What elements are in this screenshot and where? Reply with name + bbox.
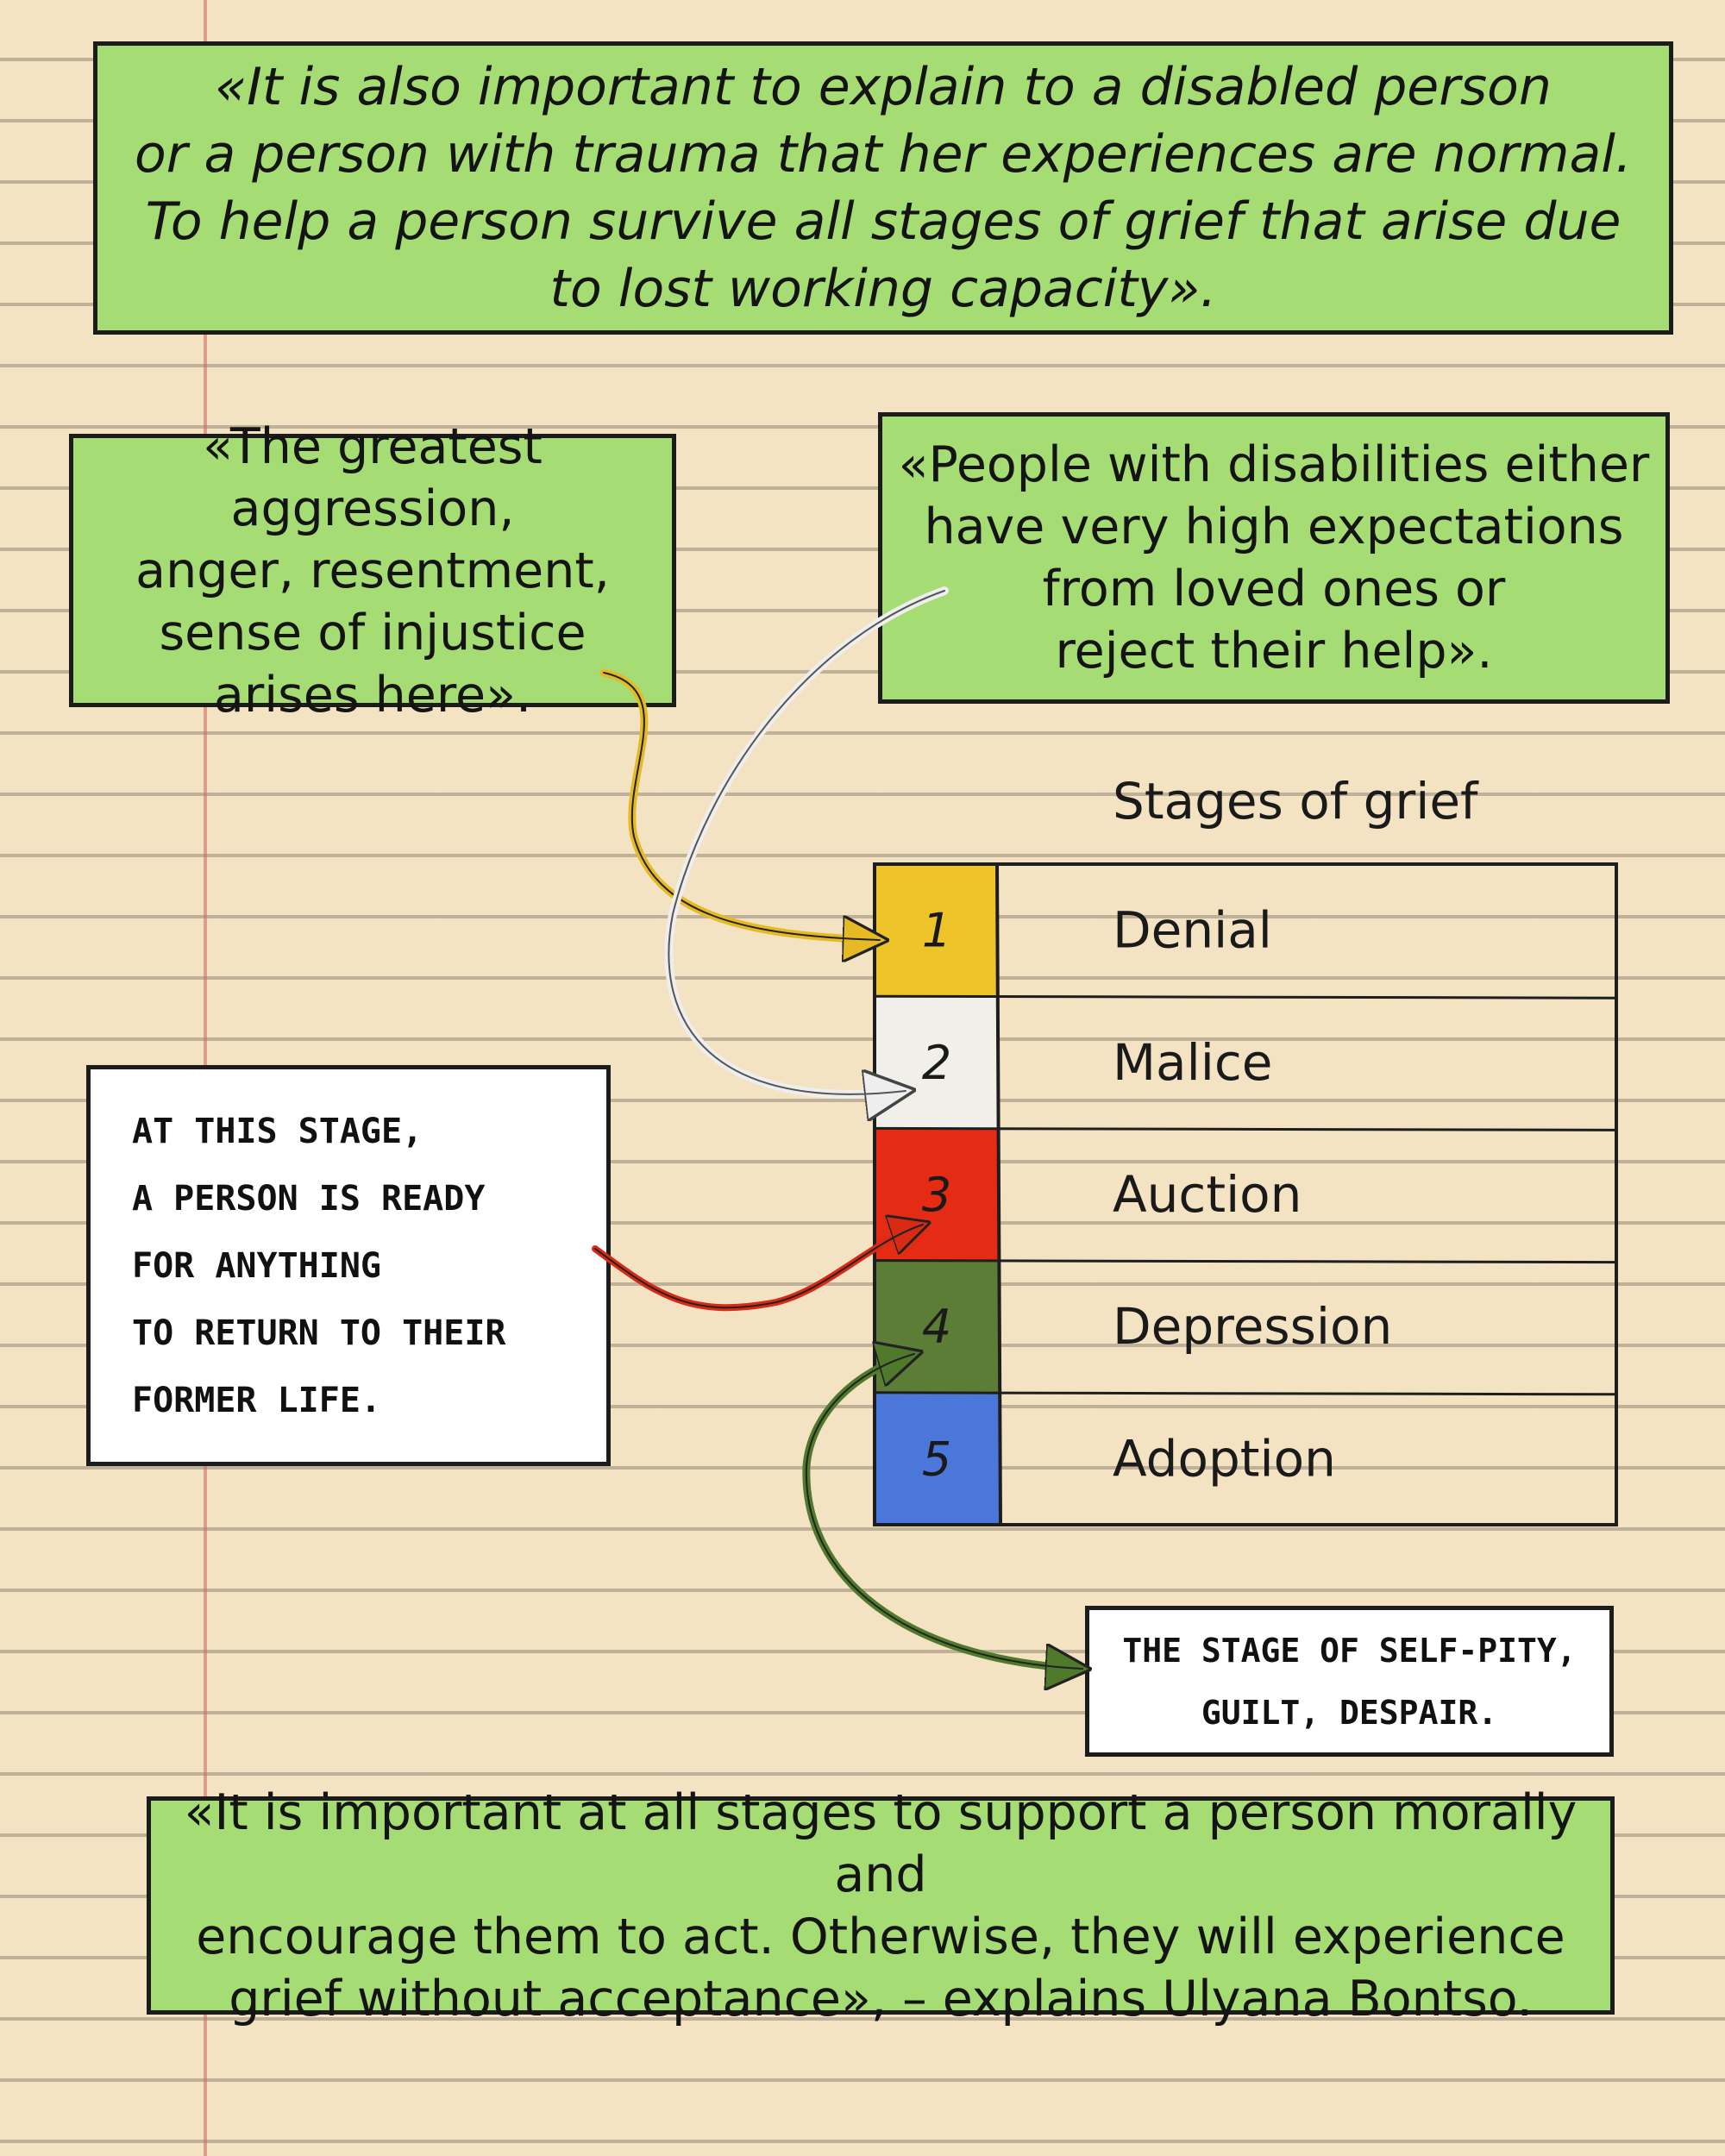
note-left-line: At this stage, (132, 1111, 423, 1151)
table-border (873, 862, 1618, 1526)
table-row-divider (874, 1259, 1617, 1264)
quote-box-bottom: «It is important at all stages to suppor… (147, 1784, 1615, 2028)
quote-left-line: «The greatest aggression, (203, 417, 543, 537)
quote-left-line: anger, resentment, (135, 542, 610, 599)
table-row-divider (874, 1391, 1617, 1396)
quote-left-line: arises here». (213, 666, 532, 724)
note-left-line: to return to their (132, 1313, 506, 1353)
quote-top-line: to lost working capacity». (549, 259, 1217, 319)
quote-top-line: «It is also important to explain to a di… (215, 57, 1552, 117)
stage-4-label: Depression (1113, 1297, 1392, 1356)
quote-right-line: from loved ones or (1042, 561, 1506, 617)
table-row-divider (874, 994, 1617, 1000)
quote-right-line: have very high expectations (924, 498, 1624, 555)
quote-top-line: or a person with trauma that her experie… (135, 124, 1632, 185)
stage-3-number: 3 (922, 1168, 951, 1222)
quote-bottom-line: «It is important at all stages to suppor… (184, 1783, 1578, 1903)
stage-3-label: Auction (1113, 1165, 1302, 1224)
stage-4-number: 4 (922, 1300, 951, 1354)
quote-bottom-line: encourage them to act. Otherwise, they w… (196, 1908, 1565, 1965)
quote-box-malice: «People with disabilities either have ve… (878, 412, 1670, 704)
quote-right-line: «People with disabilities either (898, 436, 1650, 493)
note-left-line: a person is ready (132, 1178, 486, 1219)
stage-1-label: Denial (1113, 901, 1272, 960)
quote-box-denial: «The greatest aggression, anger, resentm… (69, 418, 676, 724)
note-left-line: former life. (132, 1380, 381, 1420)
table-row-divider (874, 1126, 1617, 1131)
quote-box-top: «It is also important to explain to a di… (93, 41, 1673, 335)
quote-left-line: sense of injustice (159, 604, 586, 661)
note-right-line: guilt, despair. (1201, 1693, 1498, 1732)
stage-1-number: 1 (922, 904, 951, 958)
note-right-line: The stage of self-pity, (1122, 1631, 1577, 1670)
stage-2-number: 2 (922, 1036, 951, 1090)
note-left-line: for anything (132, 1245, 381, 1286)
note-box-depression: The stage of self-pity, guilt, despair. (1085, 1606, 1614, 1757)
quote-top-line: To help a person survive all stages of g… (145, 191, 1622, 252)
stage-5-label: Adoption (1113, 1429, 1336, 1488)
stage-5-number: 5 (922, 1432, 951, 1486)
note-box-auction: At this stage, a person is ready for any… (86, 1065, 611, 1466)
table-title: Stages of grief (1113, 772, 1478, 830)
stages-table: 1 Denial 2 Malice 3 Auction 4 Depression 5 Adopti… (873, 862, 1618, 1526)
stage-2-label: Malice (1113, 1033, 1272, 1092)
quote-right-line: reject their help». (1055, 623, 1493, 680)
quote-bottom-line: grief without acceptance», – explains Ul… (229, 1970, 1533, 2028)
